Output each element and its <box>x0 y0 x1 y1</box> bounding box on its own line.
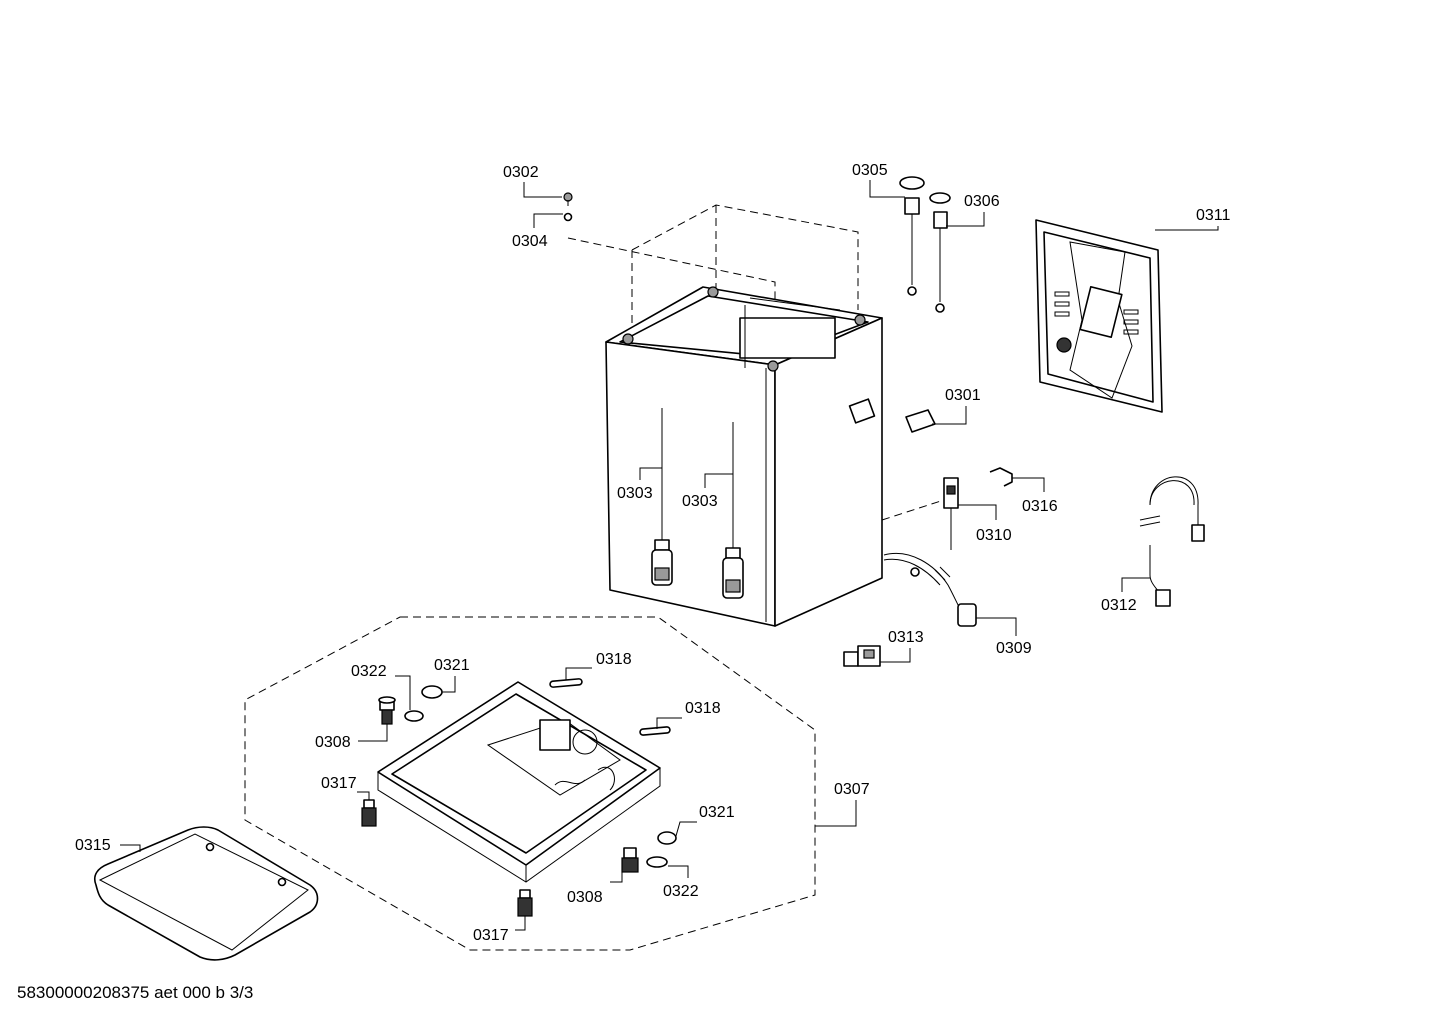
document-footer-id: 58300000208375 aet 000 b 3/3 <box>17 983 253 1002</box>
pin-part-lower <box>639 726 671 736</box>
label-0311: 0311 <box>1196 207 1231 224</box>
support-pin-left <box>899 176 925 296</box>
callout-leader-lines <box>120 180 1219 931</box>
screw-guide-dashed-line <box>567 237 776 370</box>
pin-part-upper <box>549 678 583 688</box>
label-0318-upper: 0318 <box>596 651 632 668</box>
label-0303-right: 0303 <box>682 493 718 510</box>
drain-hose-part <box>1139 476 1205 607</box>
cabinet-housing <box>605 286 883 627</box>
bracket-part <box>989 467 1013 487</box>
label-0317-left: 0317 <box>321 775 357 792</box>
label-0310: 0310 <box>976 527 1012 544</box>
label-0321-upper: 0321 <box>434 657 470 674</box>
label-0308-upper: 0308 <box>315 734 351 751</box>
cable-clip-part <box>905 409 936 433</box>
label-0318-lower: 0318 <box>685 700 721 717</box>
label-0316: 0316 <box>1022 498 1058 515</box>
label-0315: 0315 <box>75 837 111 854</box>
label-0308-lower: 0308 <box>567 889 603 906</box>
label-0305: 0305 <box>852 162 888 179</box>
label-0321-lower: 0321 <box>699 804 735 821</box>
foot-screw-left <box>361 799 377 827</box>
cover-plate-part <box>93 826 319 961</box>
label-0307: 0307 <box>834 781 870 798</box>
label-0304: 0304 <box>512 233 548 250</box>
suspension-rod-right <box>722 422 744 599</box>
label-0322-upper: 0322 <box>351 663 387 680</box>
washer-part <box>563 212 573 222</box>
label-0302: 0302 <box>503 164 539 181</box>
label-0317-bottom: 0317 <box>473 927 509 944</box>
adjustable-foot-lower <box>621 847 639 873</box>
label-0306: 0306 <box>964 193 1000 210</box>
base-assembly-dashed-outline <box>244 616 816 951</box>
label-0303-left: 0303 <box>617 485 653 502</box>
valve-part <box>843 645 881 667</box>
label-0313: 0313 <box>888 629 924 646</box>
rear-panel <box>1035 219 1163 413</box>
foot-cap-lower <box>657 831 677 845</box>
part-number-labels: 0302 0304 0305 0306 0311 0301 0303 0303 … <box>75 162 1231 944</box>
label-0312: 0312 <box>1101 597 1137 614</box>
support-pin-right <box>929 192 951 313</box>
foot-screw-bottom <box>517 889 533 917</box>
sensor-dashed-guide <box>881 499 945 521</box>
sensor-part <box>943 477 959 550</box>
foot-cap-upper <box>421 685 443 699</box>
adjustable-foot-upper <box>378 696 396 725</box>
top-frame-dashed-outline <box>631 204 859 330</box>
label-0301: 0301 <box>945 387 981 404</box>
label-0322-lower: 0322 <box>663 883 699 900</box>
label-0309: 0309 <box>996 640 1032 657</box>
suspension-rod-left <box>651 408 673 586</box>
power-cable-part <box>883 553 977 627</box>
base-frame-part <box>377 681 661 883</box>
foot-pad-lower <box>646 856 668 868</box>
screw-part <box>563 192 573 206</box>
foot-pad-upper <box>404 710 424 722</box>
